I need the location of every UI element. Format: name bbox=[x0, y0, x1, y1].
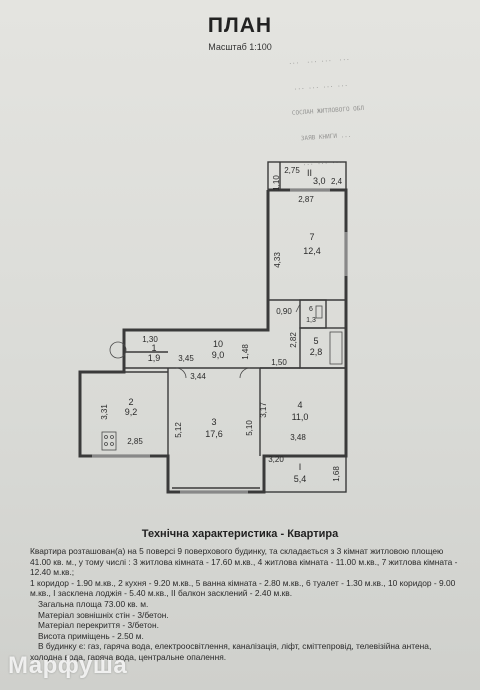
dimension-label: 2,85 bbox=[127, 437, 143, 446]
dimension-label: 5,10 bbox=[245, 420, 254, 436]
room-number-5: 5 bbox=[313, 336, 318, 346]
dimension-label: 5,12 bbox=[174, 422, 183, 438]
dimension-label: 3,31 bbox=[100, 404, 109, 420]
room-number-2: 2 bbox=[128, 397, 133, 407]
room-area-1: 1,9 bbox=[148, 353, 161, 363]
room-area-7: 12,4 bbox=[303, 246, 321, 256]
watermark-logo: Марфуша bbox=[8, 652, 128, 679]
dimension-label: 1,10 bbox=[272, 175, 281, 191]
dimension-label: 0,90 bbox=[276, 307, 292, 316]
dimension-label: 1,68 bbox=[332, 466, 341, 482]
characteristics-line: 12.40 м.кв.; bbox=[30, 567, 75, 578]
room-number-i: I bbox=[299, 462, 302, 472]
dimension-label: 3,20 bbox=[268, 455, 284, 464]
room-area-4: 11,0 bbox=[292, 412, 309, 422]
door-arc-icon bbox=[175, 367, 187, 379]
fixtures bbox=[101, 303, 343, 451]
total-area-line: Загальна площа 73.00 кв. м. bbox=[38, 598, 149, 609]
dimension-label: 1,30 bbox=[142, 335, 158, 344]
room-height-line: Висота приміщень - 2.50 м. bbox=[38, 630, 144, 641]
utilities-line: холодна вода, гаряча вода, центральне оп… bbox=[30, 651, 227, 662]
dimension-label: 2,82 bbox=[289, 332, 298, 348]
characteristics-text: Квартира розташован(а) на 5 поверсі 9 по… bbox=[30, 546, 462, 663]
stove-icon bbox=[101, 431, 117, 451]
room-number-3: 3 bbox=[211, 417, 216, 427]
dimension-labels: 2,75 1,10 2,4 2,87 4,33 0,90 1,30 3,45 1… bbox=[100, 166, 343, 482]
dimension-label: 3,17 bbox=[259, 402, 268, 418]
dimension-label: 1,48 bbox=[241, 344, 250, 360]
characteristics-line: 41.00 кв. м., у тому числі : 3 житлова к… bbox=[30, 556, 458, 567]
dimension-label: 2,4 bbox=[331, 177, 343, 186]
dimension-label: 2,87 bbox=[298, 195, 314, 204]
room-area-3: 17,6 bbox=[205, 429, 223, 439]
characteristics-line: 1 коридор - 1.90 м.кв., 2 кухня - 9.20 м… bbox=[30, 577, 456, 588]
room-number-1: 1 bbox=[151, 343, 156, 353]
utilities-line: В будинку є: газ, гаряча вода, електроос… bbox=[38, 641, 432, 652]
room-area-5: 2,8 bbox=[310, 347, 323, 357]
loggia-i-outline bbox=[263, 455, 347, 493]
plan-scale: Масштаб 1:100 bbox=[208, 42, 272, 52]
characteristics-line: Квартира розташован(а) на 5 поверсі 9 по… bbox=[30, 546, 444, 556]
toilet-icon bbox=[315, 305, 323, 319]
wall-material-line: Матеріал зовнішніх стін - 3/бетон. bbox=[38, 609, 169, 620]
dimension-label: 4,33 bbox=[273, 252, 282, 268]
room-area-ii: 3,0 bbox=[313, 176, 326, 186]
gas-riser-icon bbox=[109, 341, 127, 359]
door-arc-icon bbox=[239, 367, 251, 379]
inner-walls bbox=[80, 161, 348, 494]
room-number-6: 6 bbox=[309, 306, 313, 313]
room-number-7: 7 bbox=[309, 232, 314, 242]
room-number-4: 4 bbox=[297, 400, 302, 410]
plan-title: ПЛАН bbox=[207, 14, 273, 37]
room-number-10: 10 bbox=[213, 339, 223, 349]
room-area-i: 5,4 bbox=[294, 474, 307, 484]
characteristics-line: м.кв., I засклена лоджія - 5.40 м.кв., I… bbox=[30, 588, 293, 599]
bathtub-icon bbox=[329, 331, 343, 365]
room-area-10: 9,0 bbox=[212, 350, 225, 360]
ceiling-material-line: Матеріал перекриття - 3/бетон. bbox=[38, 620, 159, 631]
room-number-ii: II bbox=[307, 168, 312, 178]
dimension-label: 2,75 bbox=[284, 166, 300, 175]
dimension-label: 3,48 bbox=[290, 433, 306, 442]
dimension-label: 3,45 bbox=[178, 354, 194, 363]
dimension-label: 1,50 bbox=[271, 358, 287, 367]
room-area-6: 1,3 bbox=[306, 317, 316, 324]
characteristics-title: Технічна характеристика - Квартира bbox=[141, 528, 339, 540]
room-labels: II 3,0 7 12,4 6 1,3 5 2,8 10 9,0 1 1,9 2… bbox=[125, 168, 326, 484]
dimension-label: 3,44 bbox=[190, 372, 206, 381]
room-area-2: 9,2 bbox=[125, 407, 138, 417]
